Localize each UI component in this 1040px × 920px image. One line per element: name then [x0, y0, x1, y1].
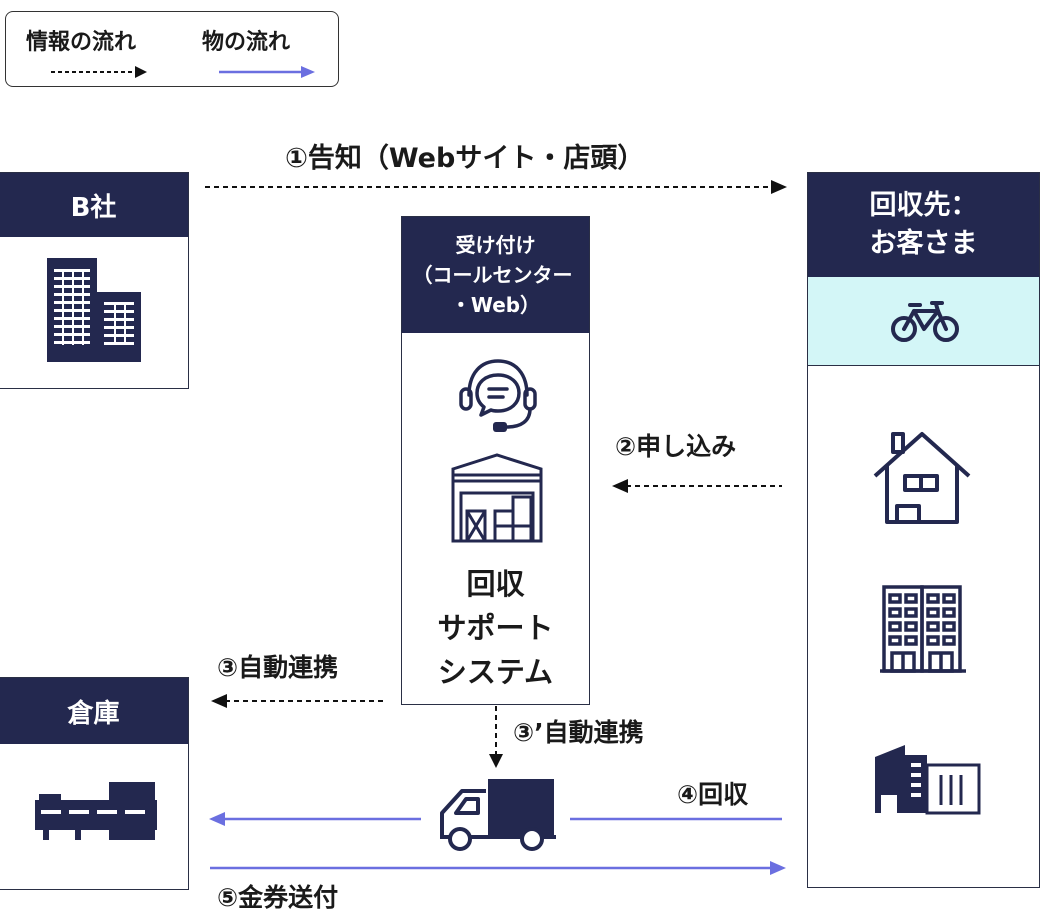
reception-system-box: 受け付け （コールセンター ・Web） 回収 — [401, 216, 590, 705]
warehouse-header: 倉庫 — [0, 678, 188, 744]
warehouse-box: 倉庫 — [0, 677, 189, 890]
step1-label: ①告知（Webサイト・店頭） — [285, 143, 645, 174]
step2-arrow — [612, 479, 782, 493]
step4-arrow-right — [570, 817, 782, 821]
customer-line-1: 回収先： — [869, 190, 978, 221]
legend-info-label: 情報の流れ — [26, 30, 137, 55]
system-line-2: サポート — [437, 611, 554, 645]
step5-arrow — [210, 861, 786, 875]
delivery-truck-icon — [440, 779, 556, 851]
step3-arrow — [211, 694, 384, 708]
step3b-label: ③’自動連携 — [513, 718, 644, 747]
legend-goods-arrow — [219, 66, 315, 78]
reception-line-3: ・Web） — [450, 293, 541, 317]
bicycle-panel — [808, 277, 1039, 366]
customer-box: 回収先： お客さま — [807, 172, 1040, 888]
step1-arrow — [205, 180, 787, 194]
step3-label: ③自動連携 — [217, 653, 339, 682]
factory-icon — [875, 745, 981, 815]
step3b-arrow — [489, 706, 503, 768]
customer-line-2: お客さま — [869, 228, 978, 259]
system-line-1: 回収 — [466, 567, 525, 601]
system-title: 回収 サポート システム — [402, 562, 589, 694]
legend-goods-label: 物の流れ — [202, 30, 291, 55]
warehouse-icon — [35, 782, 157, 840]
step4-arrow-left — [209, 812, 421, 826]
step2-label: ②申し込み — [615, 432, 737, 461]
bicycle-icon — [891, 301, 959, 342]
company-b-box: B社 — [0, 172, 189, 389]
customer-header: 回収先： お客さま — [808, 173, 1039, 277]
office-building-icon — [47, 258, 141, 362]
legend-info-arrow — [51, 66, 147, 78]
reception-line-2: （コールセンター — [412, 263, 573, 287]
house-icon — [873, 432, 971, 524]
storage-facility-icon — [451, 453, 543, 543]
company-b-header: B社 — [0, 173, 188, 237]
system-line-3: システム — [437, 655, 554, 689]
apartment-icon — [880, 585, 966, 673]
headset-chat-icon — [459, 359, 537, 432]
reception-header: 受け付け （コールセンター ・Web） — [402, 217, 589, 333]
step5-label: ⑤金券送付 — [217, 883, 339, 912]
reception-line-1: 受け付け — [455, 233, 536, 257]
step4-label: ④回収 — [677, 780, 749, 809]
legend: 情報の流れ 物の流れ — [5, 11, 339, 87]
